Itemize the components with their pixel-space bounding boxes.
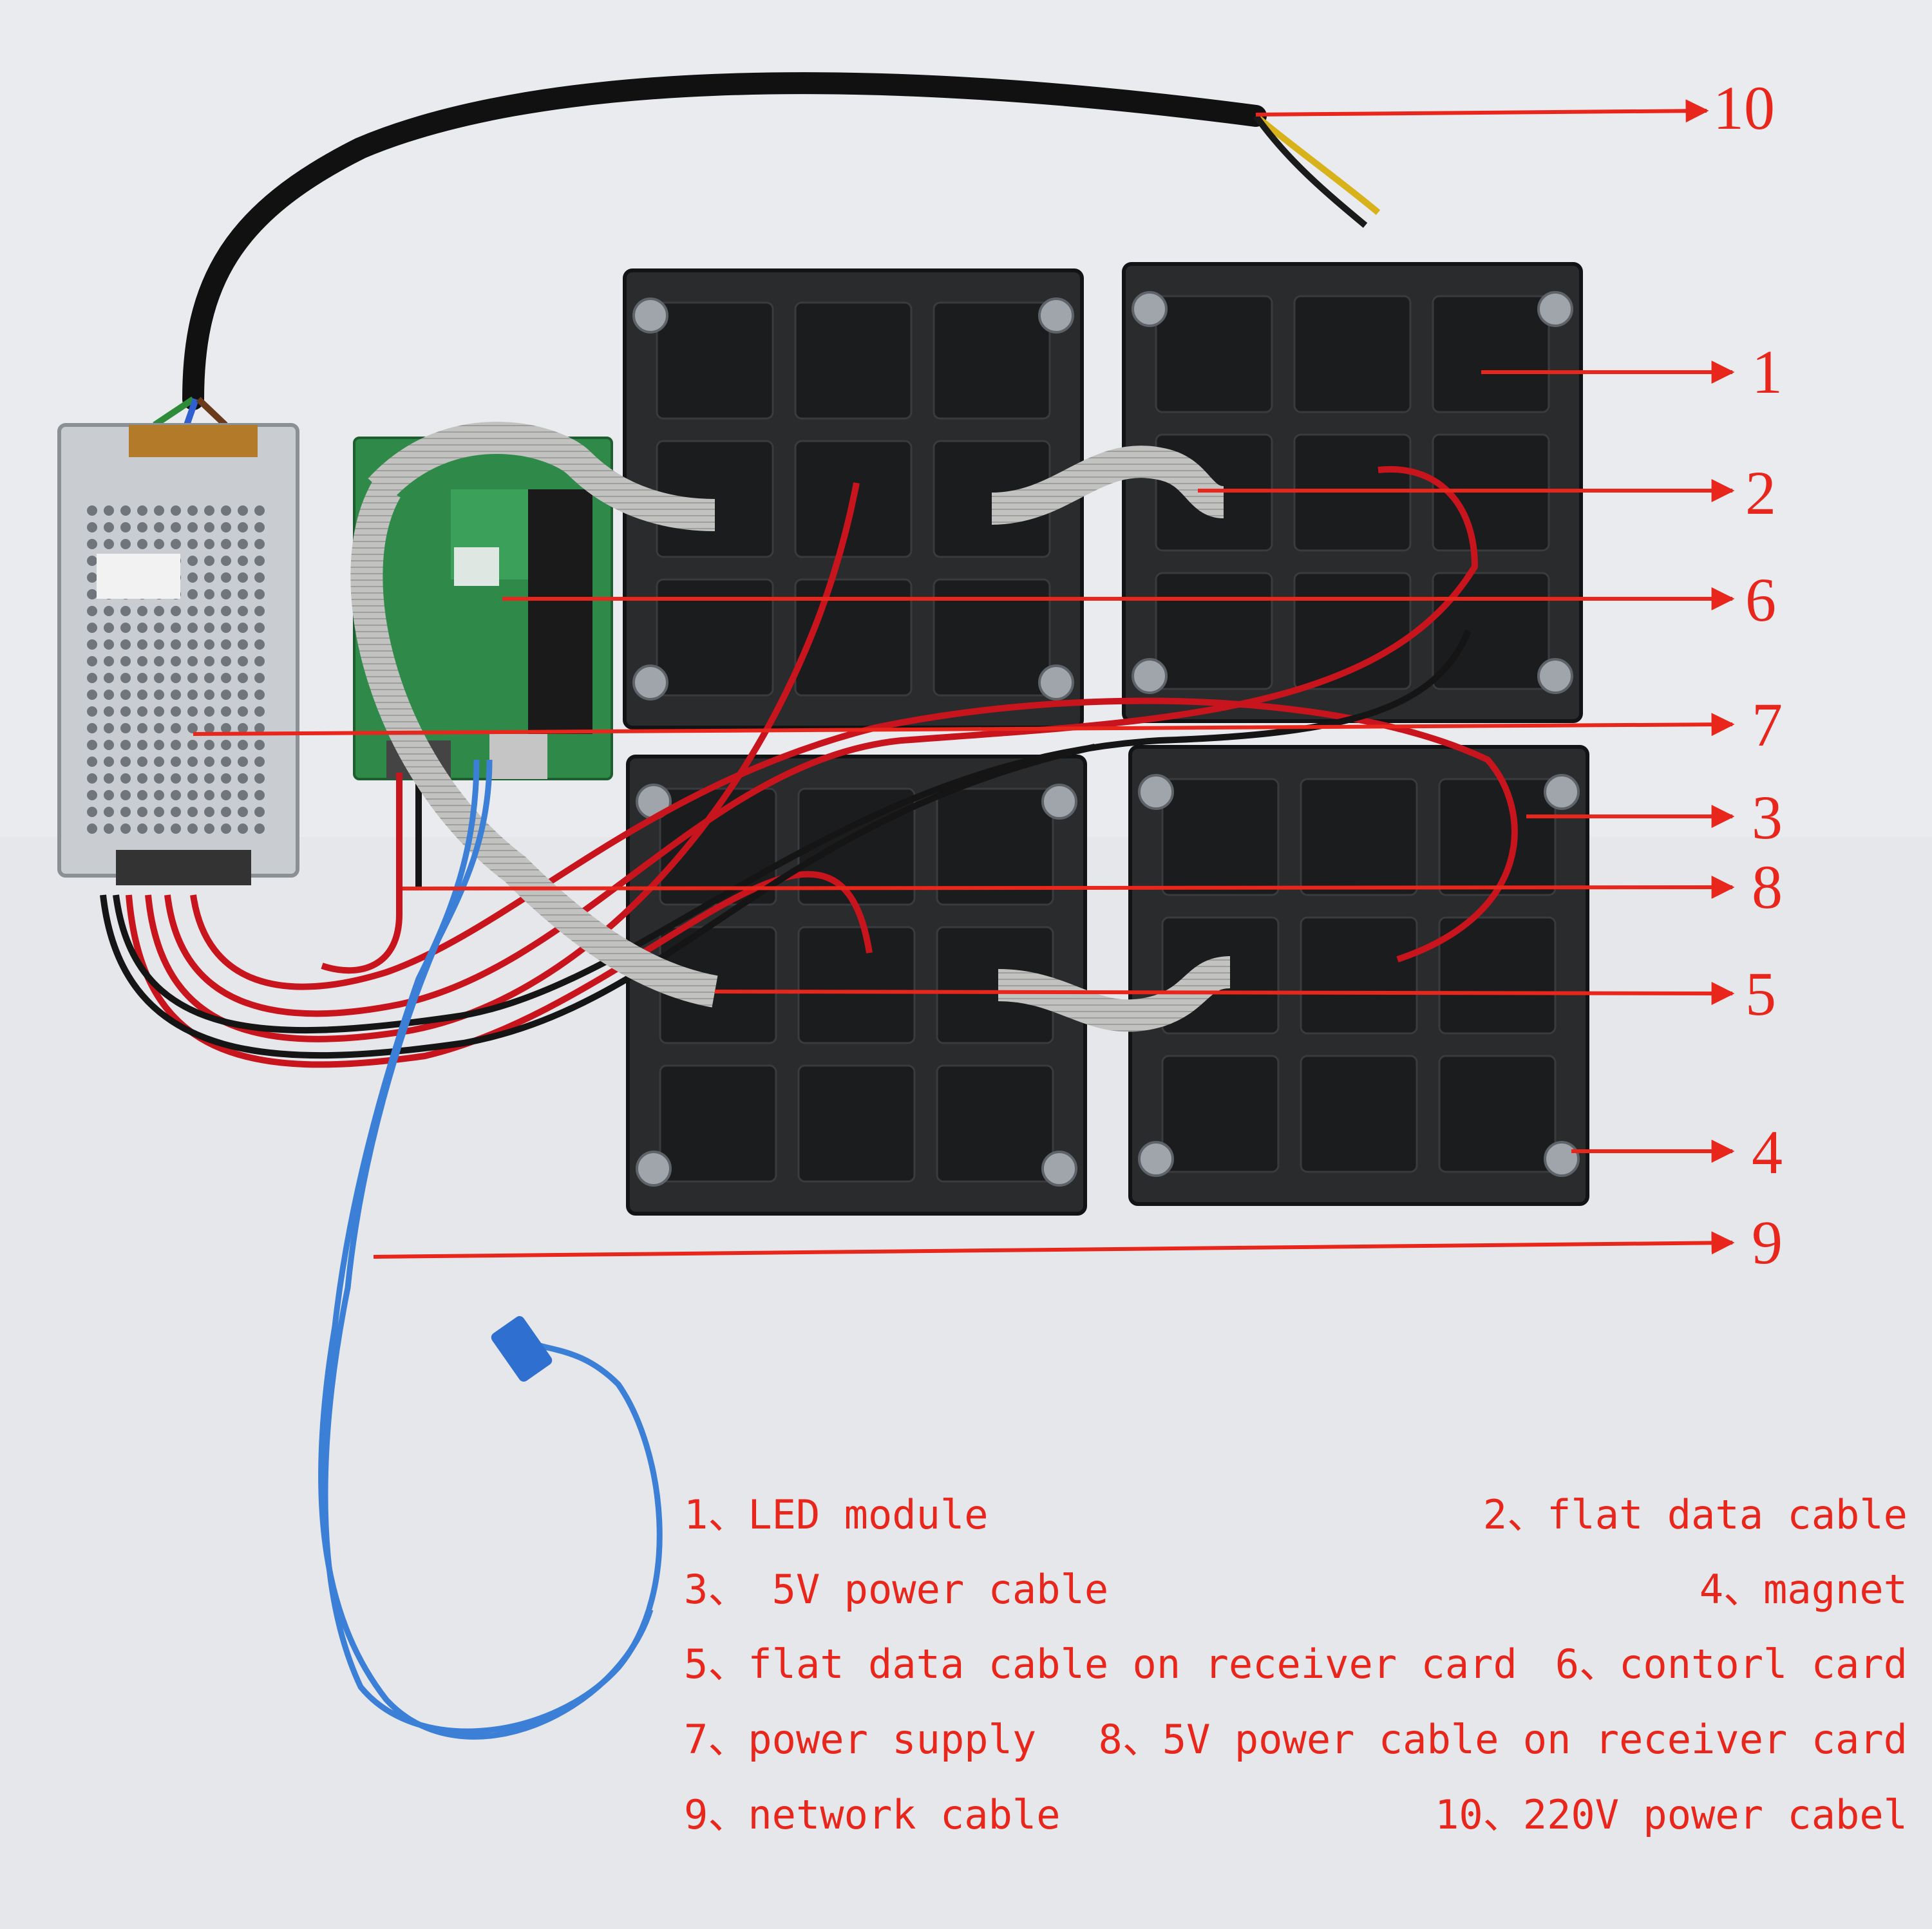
legend-item-9: 9、network cable [684,1791,1061,1838]
led-module-tile [797,1064,916,1183]
led-module-tile [1293,295,1412,413]
led-module-tile [656,578,774,697]
magnet [1138,1141,1174,1177]
led-module-tile [933,301,1051,420]
magnet [636,1151,672,1187]
callout-arrow-7 [193,713,1735,737]
legend-item-3: 3、 5V power cable [684,1566,1109,1613]
magnet [632,297,668,334]
led-module-tile [1155,295,1273,413]
led-module-tile [1300,1055,1418,1173]
led-module-tile [1155,572,1273,690]
callout-arrow-8 [402,876,1735,899]
power-supply [57,423,299,885]
magnet [1038,297,1074,334]
callout-arrow-5 [714,981,1735,1005]
callout-number-3: 3 [1752,783,1783,852]
magnet [1132,658,1168,694]
led-module-tile [1300,778,1418,896]
led-module-tile [797,926,916,1044]
legend-item-8: 8、5V power cable on receiver card [1098,1716,1908,1763]
led-module-tile [1432,572,1550,690]
legend-item-5: 5、flat data cable on receiver card [684,1641,1517,1688]
led-module-tile [1438,1055,1557,1173]
led-module-tile [936,787,1054,906]
led-module-tile [1438,778,1557,896]
network-cable [318,759,663,1740]
led-module-tile [933,578,1051,697]
magnet [1537,658,1573,694]
led-module-tile [1432,295,1550,413]
magnet [632,664,668,701]
magnet [1041,1151,1077,1187]
power-cable-220v [153,72,1381,428]
led-module-tile [659,1064,777,1183]
callout-number-1: 1 [1752,337,1783,406]
magnet [1132,291,1168,327]
led-module-tile [656,301,774,420]
callout-number-9: 9 [1752,1208,1783,1277]
power-cables-5v [100,466,1518,1068]
magnet [1038,664,1074,701]
magnet [1138,774,1174,810]
led-module-tile [1161,1055,1280,1173]
legend-item-1: 1、LED module [684,1491,989,1538]
callout-number-8: 8 [1752,852,1783,921]
callout-number-6: 6 [1745,565,1776,634]
callout-number-4: 4 [1752,1118,1783,1187]
legend-item-6: 6、contorl card [1555,1641,1908,1688]
led-module-tile [1300,916,1418,1035]
legend-item-7: 7、power supply [684,1716,1037,1763]
callout-arrow-10 [1255,99,1709,123]
magnet [1544,774,1580,810]
led-module-tile [1161,778,1280,896]
legend-item-2: 2、flat data cable [1482,1491,1908,1538]
led-module-tile [936,1064,1054,1183]
led-module-tile [1438,916,1557,1035]
annotation-arrows [193,99,1735,1259]
magnet [1537,291,1573,327]
callout-number-2: 2 [1745,458,1776,527]
legend-item-10: 10、220V power cabel [1435,1791,1908,1838]
led-module-tile [794,301,913,420]
led-module-tile [1293,572,1412,690]
callout-arrow-9 [373,1231,1735,1259]
callout-number-7: 7 [1752,690,1783,759]
magnet [1544,1141,1580,1177]
magnet [1041,784,1077,820]
legend-item-4: 4、magnet [1699,1566,1908,1613]
callout-number-10: 10 [1713,73,1775,142]
callout-number-5: 5 [1745,959,1776,1028]
